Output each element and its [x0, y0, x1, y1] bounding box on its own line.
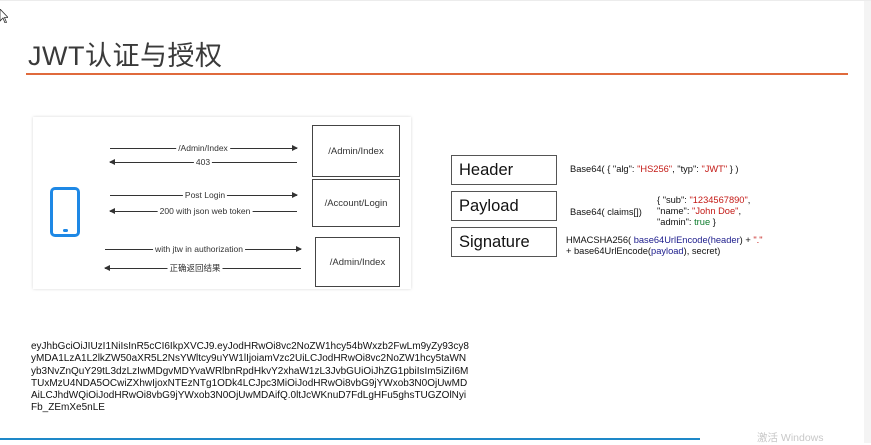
- activation-watermark: 激活 Windows: [757, 432, 824, 444]
- jwt-header-box: Header: [451, 155, 557, 185]
- auth-request-label: with jtw in authorization: [153, 244, 245, 254]
- slide-title: JWT认证与授权: [28, 41, 223, 71]
- jwt-signature-box: Signature: [451, 227, 557, 257]
- payload-claims: { "sub": "1234567890", "name": "John Doe…: [657, 195, 751, 227]
- payload-code: Base64( claims[]): [570, 207, 642, 217]
- server-box-admin-index: /Admin/Index: [312, 125, 400, 177]
- progress-line: [0, 438, 700, 440]
- result-label: 正确返回结果: [167, 263, 223, 273]
- header-code: Base64( { "alg": "HS256", "typ": "JWT" }…: [570, 164, 739, 174]
- server-box-admin-index-2: /Admin/Index: [315, 237, 400, 287]
- response-label: 403: [193, 157, 213, 167]
- token-label: 200 with json web token: [157, 206, 253, 216]
- encoded-jwt-token: eyJhbGciOiJIUzI1NiIsInR5cCI6IkpXVCJ9.eyJ…: [31, 341, 469, 414]
- jwt-payload-box: Payload: [451, 191, 557, 221]
- vertical-scrollbar[interactable]: [864, 1, 871, 443]
- mobile-phone-icon: [50, 187, 80, 237]
- signature-code: HMACSHA256( base64UrlEncode(header) + ".…: [566, 235, 763, 256]
- login-label: Post Login: [182, 190, 228, 200]
- title-divider: [26, 73, 848, 75]
- auth-flow-diagram: /Admin/Index /Account/Login /Admin/Index…: [33, 117, 411, 289]
- request-label: /Admin/Index: [176, 143, 230, 153]
- mouse-cursor-icon: [0, 9, 8, 23]
- server-box-account-login: /Account/Login: [312, 179, 400, 227]
